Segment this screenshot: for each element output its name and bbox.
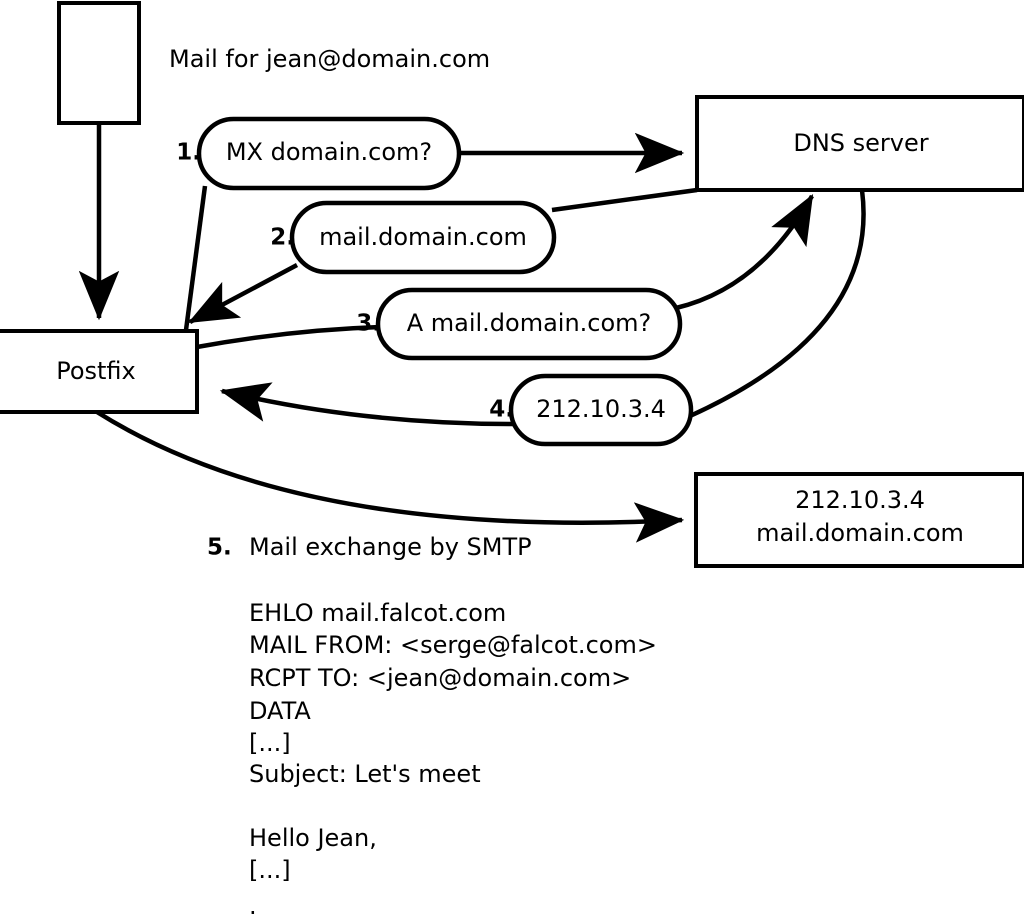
edge-step4-dns-to-bubble [689,189,866,419]
transcript-line-8: Hello Jean, [249,824,377,852]
transcript-line-3: RCPT TO: <jean@domain.com> [249,664,631,692]
step-4-bubble [508,373,694,447]
transcript-line-6: Subject: Let's meet [249,760,481,788]
edge-step3-bubble-to-dns [675,194,814,311]
sender-box [57,1,141,125]
step-1-number: 1. [176,140,201,166]
dns-server-box-label: DNS server [793,129,928,157]
remote-mail-server-ip: 212.10.3.4 [795,486,925,514]
step-2-number: 2. [270,225,295,251]
step-5-number: 5. [207,535,232,561]
remote-mail-server-hostname: mail.domain.com [756,519,964,547]
edge-step5-postfix-to-mailserver [95,410,685,543]
step-4-number: 4. [489,397,514,423]
step-5-label: Mail exchange by SMTP [249,533,532,561]
postfix-box-label: Postfix [56,357,136,385]
transcript-line-10: . [249,892,257,919]
remote-mail-server-box [694,472,1024,568]
step-1-bubble [196,116,462,191]
edge-step2-dns-to-bubble [551,187,698,213]
step-2-bubble [289,200,557,275]
step-3-number: 3. [356,311,381,337]
step-3-bubble [375,287,683,361]
step-1-bubble-label: MX domain.com? [226,138,432,166]
edge-step3-postfix-to-bubble [196,324,381,350]
transcript-line-5: [...] [249,729,291,757]
transcript-line-2: MAIL FROM: <serge@falcot.com> [249,631,657,659]
header-note: Mail for jean@domain.com [169,45,490,73]
transcript-line-9: [...] [249,856,291,884]
edge-step1-postfix-to-bubble [183,185,208,331]
edge-step2-bubble-to-postfix [188,263,299,324]
postfix-box [0,329,199,414]
edge-step4-bubble-to-postfix [219,382,514,427]
transcript-line-4: DATA [249,697,311,725]
step-4-bubble-label: 212.10.3.4 [536,395,666,423]
step-3-bubble-label: A mail.domain.com? [407,309,652,337]
transcript-line-1: EHLO mail.falcot.com [249,599,506,627]
dns-server-box [695,95,1024,192]
step-2-bubble-label: mail.domain.com [319,223,527,251]
